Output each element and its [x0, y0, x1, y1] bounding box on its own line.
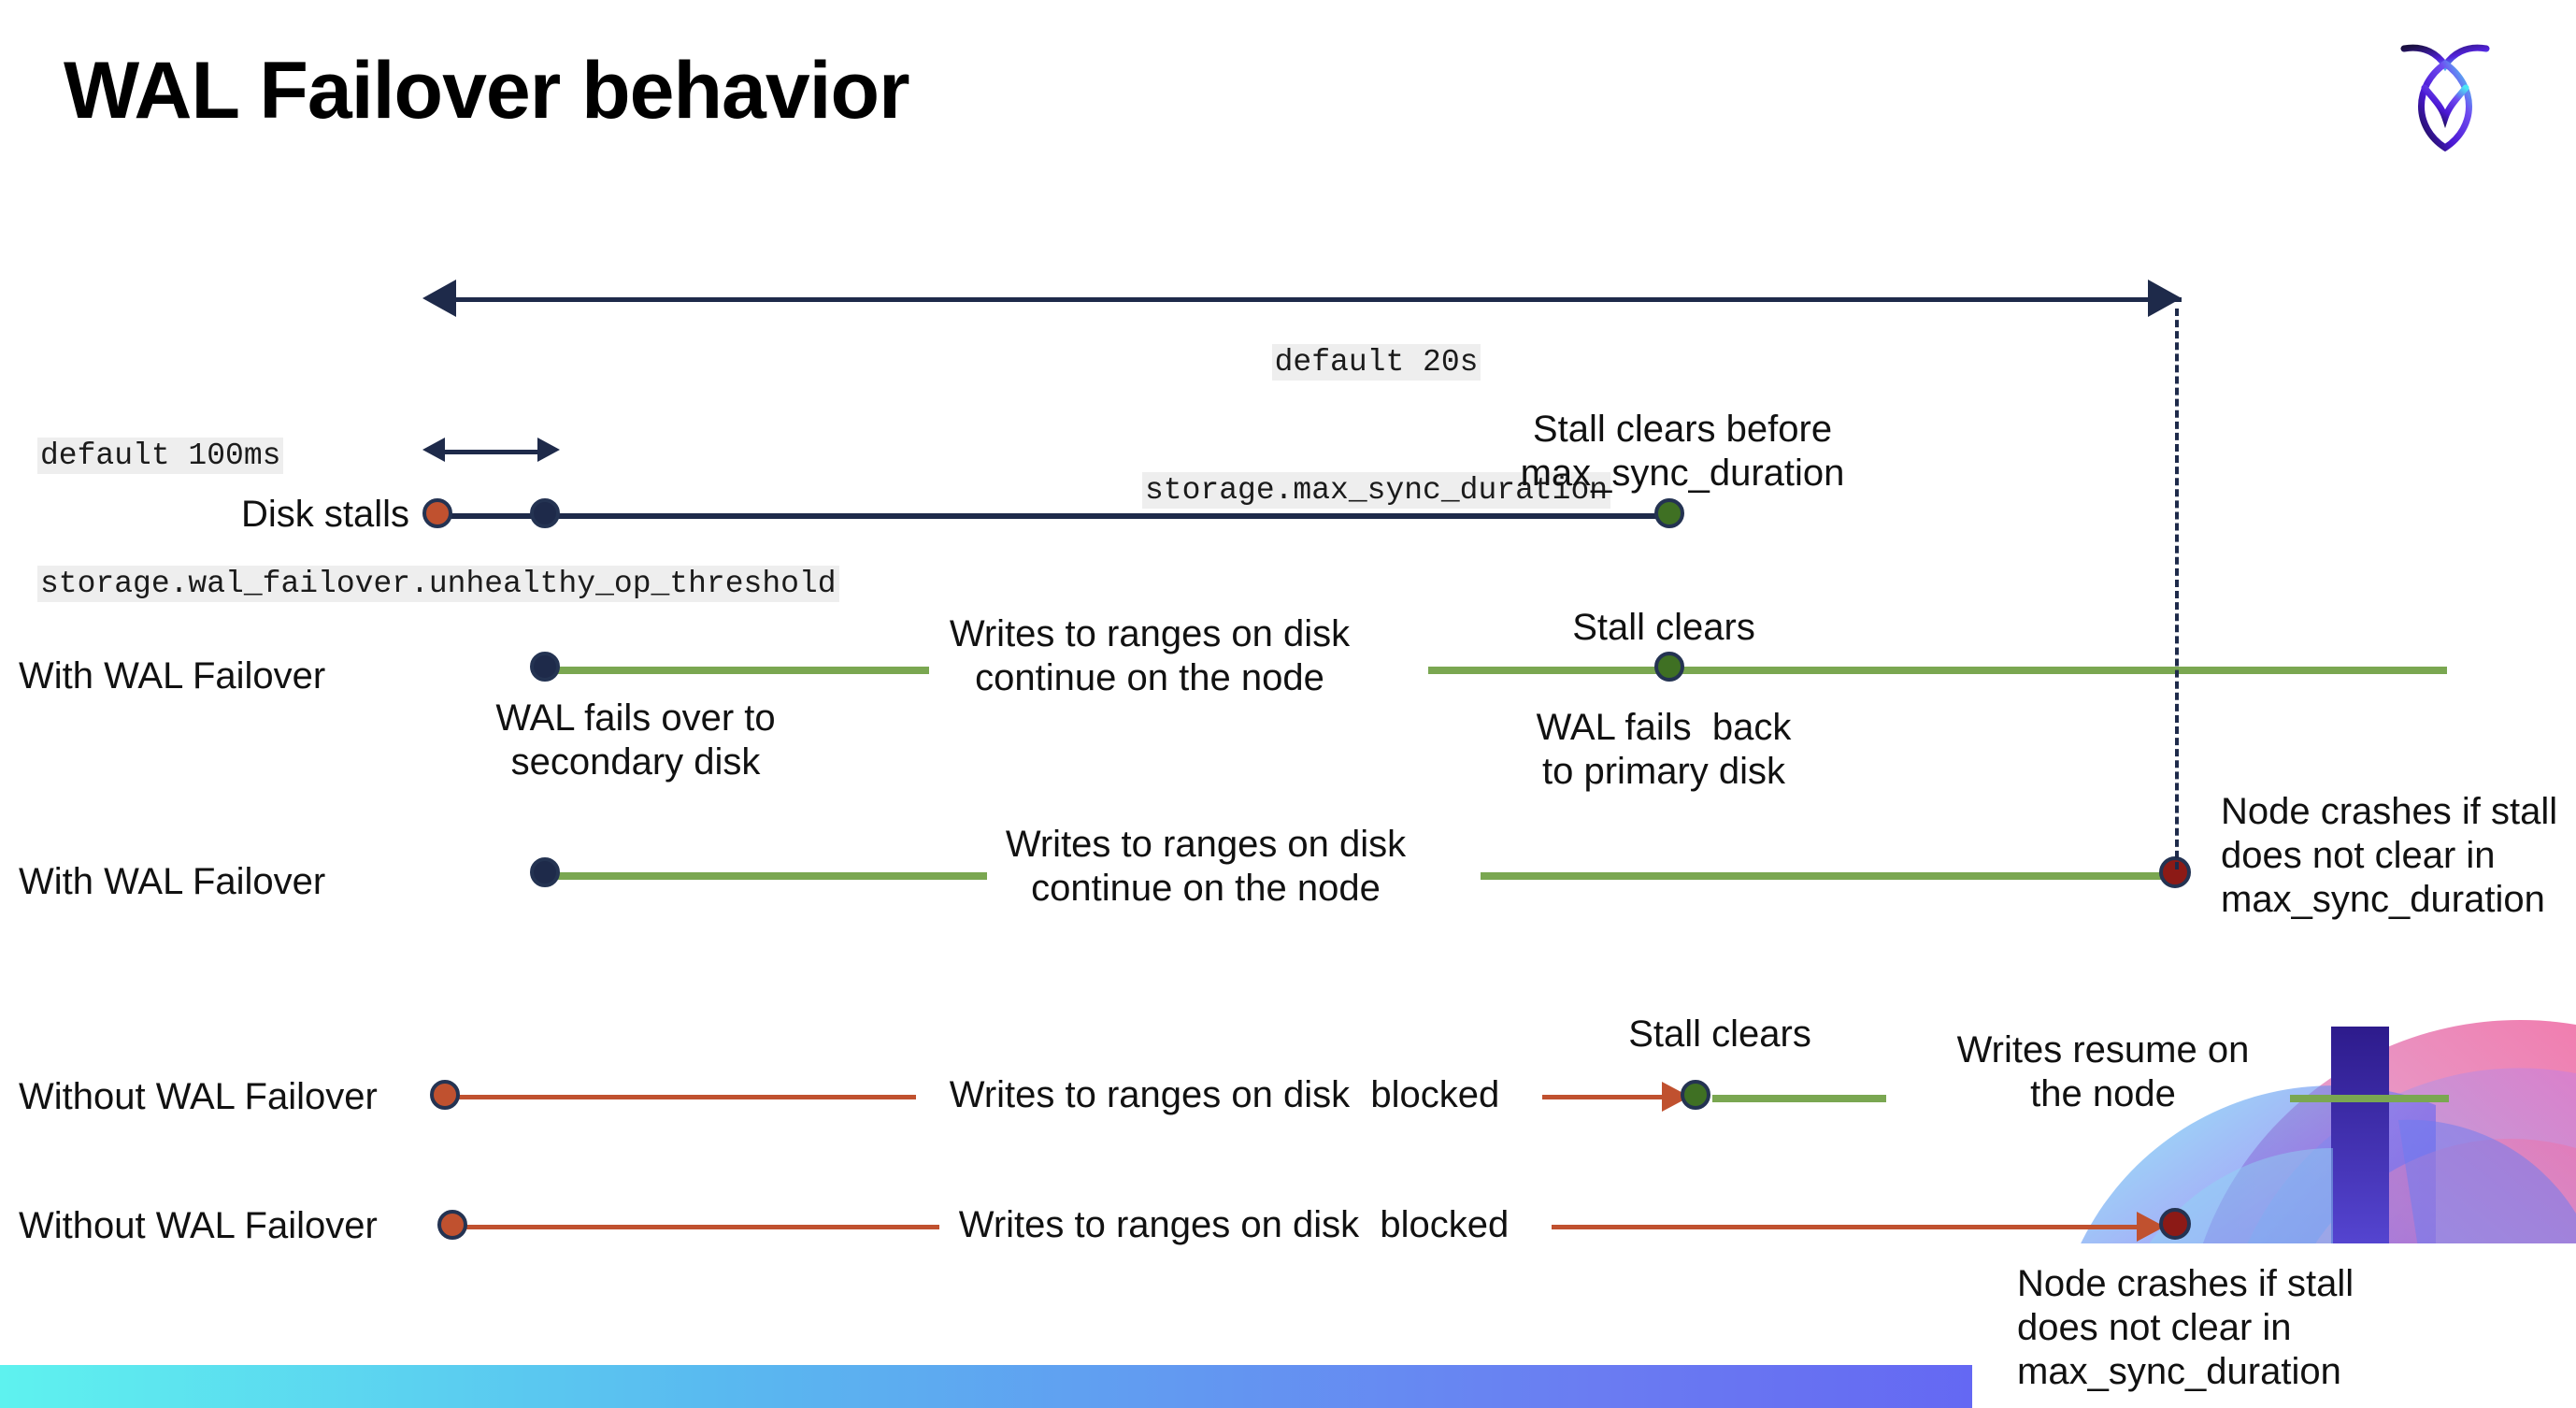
without-wal-1-resume-line-a — [1712, 1095, 1886, 1102]
wal-failover-2-segment-a — [548, 872, 987, 880]
without-wal-1-blocked-line-b — [1542, 1095, 1664, 1099]
unhealthy-op-right-arrowhead — [537, 438, 560, 462]
max-sync-duration-annotation: default 20s storage.max_sync_duration — [1142, 256, 1611, 596]
page-title: WAL Failover behavior — [64, 46, 910, 136]
row-label-without-wal-failover-2: Without WAL Failover — [19, 1205, 378, 1246]
row-label-without-wal-failover-1: Without WAL Failover — [19, 1076, 378, 1117]
note-writes-blocked-1: Writes to ranges on disk blocked — [949, 1074, 1500, 1115]
disk-stalls-start-marker — [422, 498, 452, 528]
unhealthy-op-span-line — [444, 450, 537, 454]
note-writes-continue-on-node-1: Writes to ranges on disk continue on the… — [949, 613, 1351, 699]
max-sync-setting-label: storage.max_sync_duration — [1142, 471, 1611, 509]
unhealthy-op-threshold-annotation: default 100ms storage.wal_failover.unhea… — [37, 350, 839, 690]
row-label-disk-stalls: Disk stalls — [240, 494, 409, 535]
max-sync-default-label: default 20s — [1271, 344, 1481, 381]
without-wal-1-resume-line-b — [2290, 1095, 2449, 1102]
disk-stalls-failover-marker — [530, 498, 560, 528]
without-wal-1-start-marker — [430, 1080, 460, 1110]
node-crashes-callout: Node crashes if stall does not clear in … — [1972, 1243, 2576, 1408]
wal-failover-2-segment-b — [1481, 872, 2182, 880]
wal-failover-1-segment-a — [548, 667, 929, 674]
unhealthy-op-left-arrowhead — [422, 438, 445, 462]
unhealthy-op-setting-label: storage.wal_failover.unhealthy_op_thresh… — [37, 565, 839, 602]
cockroachdb-logo — [2400, 44, 2490, 152]
without-wal-1-stall-clears-marker — [1681, 1080, 1710, 1110]
disk-stalls-clear-marker — [1654, 498, 1684, 528]
row-label-with-wal-failover-2: With WAL Failover — [19, 861, 326, 902]
wal-failover-1-segment-b — [1428, 667, 2447, 674]
row-label-with-wal-failover-1: With WAL Failover — [19, 655, 326, 697]
note-stall-clears-2: Stall clears — [1628, 1013, 1811, 1055]
note-writes-continue-on-node-2: Writes to ranges on disk continue on the… — [1005, 824, 1407, 910]
without-wal-2-start-marker — [437, 1210, 467, 1240]
note-stall-clears-1: Stall clears — [1572, 607, 1755, 648]
wal-failover-2-start-marker — [530, 857, 560, 887]
note-wal-fails-over-to-secondary-disk: WAL fails over to secondary disk — [495, 697, 776, 783]
without-wal-2-blocked-line-a — [463, 1225, 939, 1229]
unhealthy-op-default-label: default 100ms — [37, 438, 284, 475]
note-writes-blocked-2: Writes to ranges on disk blocked — [958, 1204, 1510, 1245]
without-wal-2-blocked-line-b — [1552, 1225, 2140, 1229]
wal-failover-1-stall-clears-marker — [1654, 652, 1684, 682]
note-writes-resume-on-the-node: Writes resume on the node — [1956, 1029, 2250, 1115]
note-stall-clears-before-max-sync: Stall clears before max_sync_duration — [1520, 409, 1845, 495]
without-wal-2-crash-marker — [2159, 1208, 2191, 1240]
max-sync-span-left-arrowhead — [422, 280, 456, 317]
note-wal-fails-back-to-primary-disk: WAL fails back to primary disk — [1536, 707, 1792, 793]
max-sync-duration-deadline-guide — [2175, 309, 2179, 869]
disk-stalls-timeline — [439, 513, 1682, 519]
max-sync-duration-span-line — [454, 297, 2182, 302]
note-node-crashes-1: Node crashes if stall does not clear in … — [2221, 791, 2558, 921]
wal-failover-1-start-marker — [530, 652, 560, 682]
without-wal-1-blocked-line-a — [449, 1095, 916, 1099]
note-node-crashes-2: Node crashes if stall does not clear in … — [2017, 1263, 2354, 1393]
